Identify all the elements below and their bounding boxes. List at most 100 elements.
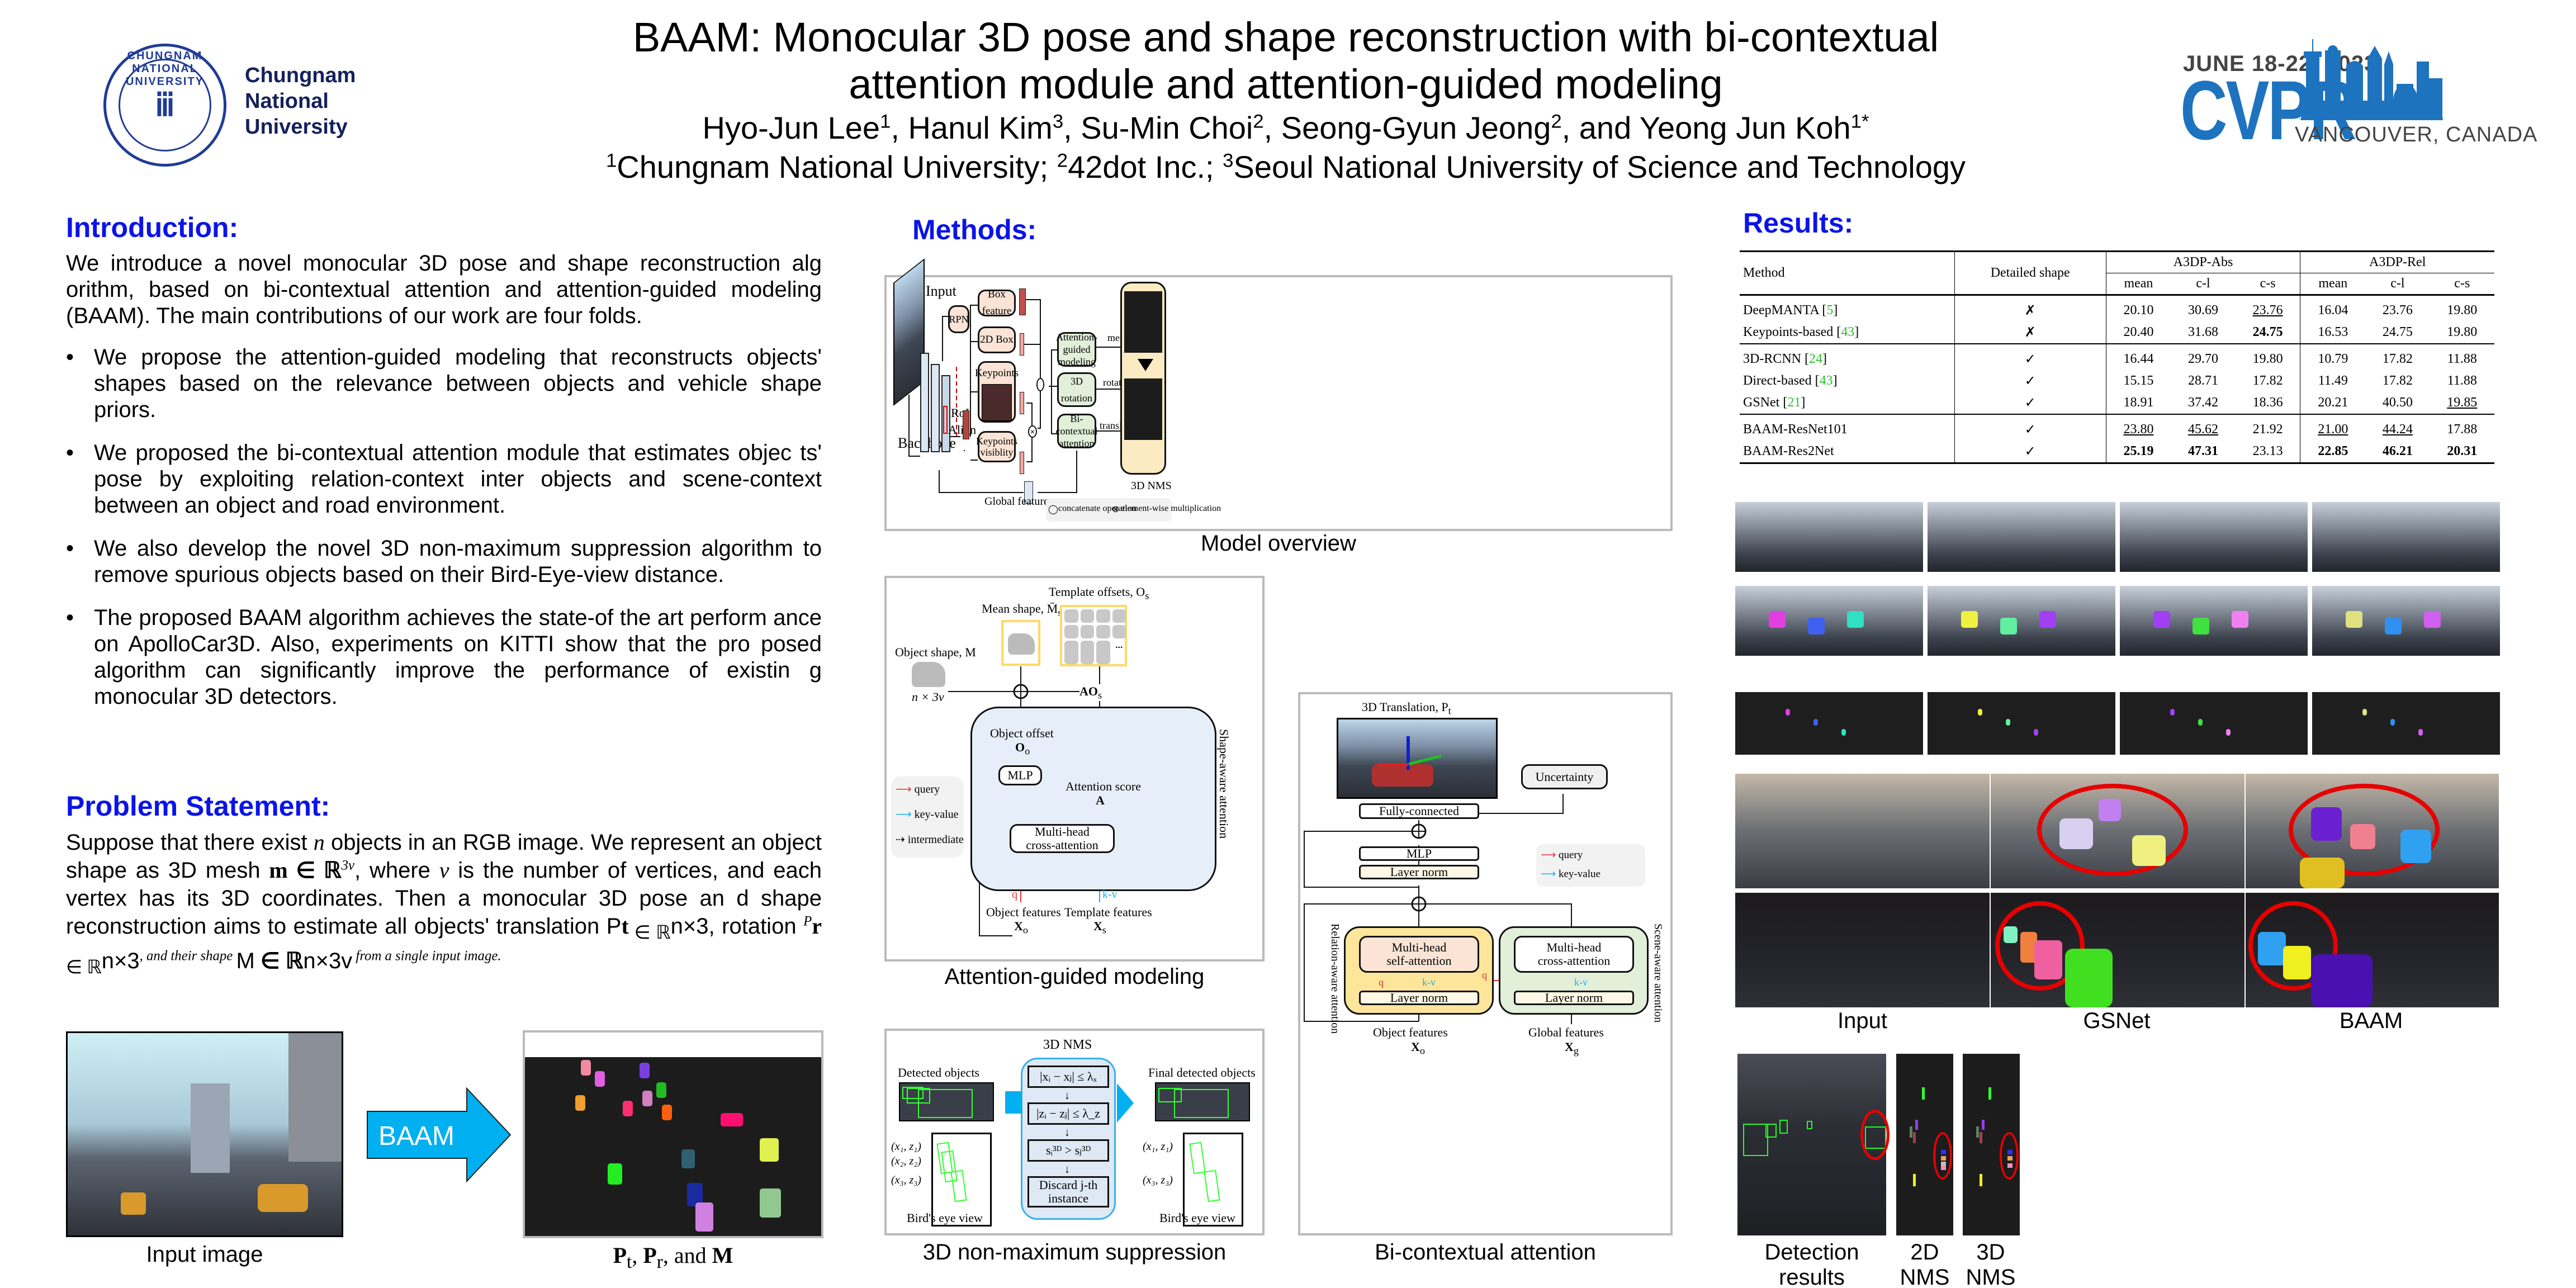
car-mesh	[1961, 611, 1978, 628]
qualitative-results-grid	[1735, 502, 2501, 765]
caption-symbol: M	[712, 1243, 733, 1268]
method-name: DeepMANTA	[1743, 303, 1819, 318]
metric-cell: 17.82	[2382, 352, 2413, 366]
car-mesh	[2385, 618, 2402, 634]
input-label: Input	[926, 283, 956, 299]
caption-text: , and	[662, 1243, 712, 1268]
car-mesh	[2346, 611, 2362, 628]
point-2-label: (x₂, z₂)	[891, 1155, 921, 1167]
metric-cell: 28.71	[2188, 373, 2219, 388]
metric-cell: 20.10	[2123, 303, 2154, 318]
car-mesh	[2311, 807, 2342, 841]
detailed-shape-cell: ✓	[1954, 414, 2106, 441]
bi-contextual-attention-caption: Bi-contextual attention	[1375, 1240, 1596, 1265]
key-value-arrow-label: k-v	[1102, 888, 1117, 901]
layer-norm-block: Layer norm	[1359, 865, 1479, 879]
template-shapes: ...	[1064, 609, 1126, 664]
car-mesh	[2258, 932, 2286, 965]
car-mesh	[1847, 611, 1864, 628]
mlp-block: MLP	[998, 765, 1042, 785]
text-run: Suppose that there exist	[66, 830, 314, 855]
car-mesh	[2232, 611, 2248, 628]
car-mesh	[2039, 611, 2056, 628]
nms-label: 3D NMS	[1131, 480, 1172, 492]
right-arrow-icon	[1117, 1083, 1134, 1123]
bounding-box	[1743, 1124, 1768, 1156]
nms-3d-caption: 3D non-maximum suppression	[922, 1240, 1227, 1265]
point-1-label: (x₁, z₁)	[891, 1140, 921, 1153]
car-mesh	[2132, 835, 2166, 866]
citation-ref: 43	[1819, 373, 1833, 388]
car-mesh	[1980, 1132, 1982, 1143]
divider	[1990, 893, 1991, 1007]
car-mesh	[2198, 719, 2203, 726]
caption-subscript: t	[627, 1252, 632, 1272]
metric-cell: 25.19	[2123, 444, 2154, 458]
input-frame	[2312, 502, 2500, 572]
car-mesh	[642, 1091, 652, 1106]
template-features-symbol: Xs	[1093, 919, 1107, 936]
method-name-cell: BAAM-Res2Net	[1740, 441, 1955, 463]
dashed-arrow-icon: ⇢	[896, 834, 908, 846]
column-header-detailed-shape: Detailed shape	[1954, 251, 2106, 295]
math-superscript: P	[803, 913, 812, 929]
metric-cell: 17.82	[2382, 373, 2413, 388]
weighted-offsets-label: AOs	[1079, 684, 1102, 701]
math-symbol: m ∈ ℝ	[269, 858, 342, 883]
citation-ref: 24	[1809, 352, 1823, 366]
multiply-legend-label: element-wise multiplication	[1121, 504, 1221, 513]
math-variable: n	[313, 830, 325, 855]
mlp-block: MLP	[1359, 846, 1479, 861]
bev-box	[1204, 1169, 1220, 1202]
attention-score-label: Attention score	[1066, 779, 1142, 793]
car-mesh	[1922, 1087, 1925, 1100]
caption-symbol: P	[613, 1243, 627, 1268]
reconstruction-output-image	[523, 1030, 823, 1238]
template-car-shape	[1096, 609, 1110, 623]
translation-result-image	[1337, 718, 1498, 799]
roi-feature-block	[963, 410, 969, 439]
arrow-body	[1005, 1091, 1022, 1114]
math-superscript: , and their shape	[139, 948, 236, 964]
legend-intermediate: ⇢ intermediate	[896, 834, 964, 846]
method-name-cell: 3D-RCNN [24]	[1740, 344, 1955, 370]
method-name-cell: BAAM-ResNet101	[1740, 414, 1955, 441]
bounding-box	[1158, 1088, 1182, 1102]
overlay-frame	[1735, 586, 1923, 656]
car-mesh	[2034, 940, 2062, 979]
point-3-label: (x₃, z₃)	[1143, 1174, 1173, 1186]
car-mesh	[2034, 729, 2038, 736]
nms-step-x: |xᵢ − xⱼ| ≤ λₓ	[1027, 1066, 1109, 1088]
nms-2d-render	[1896, 1054, 1953, 1235]
nms-before-render	[1124, 291, 1162, 353]
comparison-caption-baam: BAAM	[2339, 1008, 2403, 1033]
author-affiliation-mark: 1*	[1850, 111, 1869, 132]
bounding-box	[1765, 1124, 1777, 1138]
backbone-layer	[931, 364, 940, 452]
nms-3d-render	[1963, 1054, 2020, 1235]
output-caption: Pt, Pr, and M	[523, 1242, 823, 1273]
box-feature-block: Box feature	[978, 288, 1016, 317]
metric-cell: 16.44	[2123, 352, 2154, 366]
operator-legend: ◯ concatenate operation ⊗ element-wise m…	[1046, 498, 1221, 522]
method-name: BAAM-ResNet101	[1743, 422, 1848, 437]
car-mesh	[1915, 1120, 1918, 1130]
car-mesh	[2193, 618, 2209, 634]
box-2d-block: 2D Box	[978, 326, 1016, 353]
author-name: Hyo-Jun Lee	[702, 110, 880, 145]
template-car-shape	[1096, 625, 1110, 638]
detailed-shape-cell: ✓	[1954, 392, 2106, 414]
author-name: Seong-Gyun Jeong	[1281, 110, 1551, 145]
backbone-layer	[920, 353, 929, 452]
car-mesh	[2362, 709, 2367, 716]
caption-symbol: P	[643, 1243, 657, 1268]
institution-line: National	[245, 89, 329, 113]
template-car-shape	[1080, 641, 1094, 664]
math-subscript: ∈ ℝ	[66, 957, 102, 978]
metric-cell: 45.62	[2188, 422, 2219, 437]
